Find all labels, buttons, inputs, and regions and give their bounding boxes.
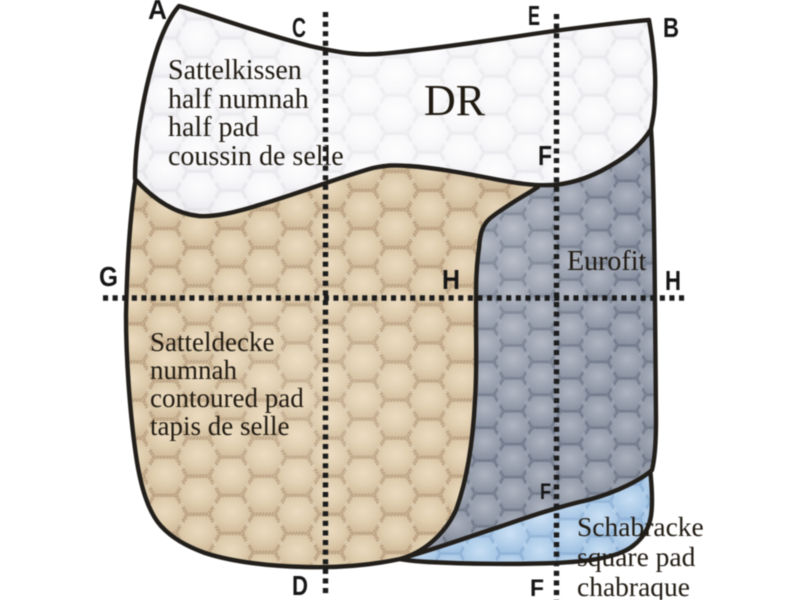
svg-text:F: F [538,140,552,171]
svg-text:G: G [99,261,118,292]
svg-text:A: A [148,0,167,25]
svg-text:half pad: half pad [168,112,259,143]
svg-text:DR: DR [424,76,486,125]
svg-text:half numnah: half numnah [168,84,309,115]
svg-text:H: H [665,265,681,296]
svg-text:C: C [292,12,306,43]
svg-text:contoured pad: contoured pad [150,383,304,413]
svg-text:H: H [442,264,460,295]
svg-text:chabraque: chabraque [577,571,690,600]
svg-text:Schabracke: Schabracke [577,511,704,542]
svg-text:numnah: numnah [150,355,237,385]
svg-text:Sattelkissen: Sattelkissen [168,55,302,86]
svg-text:F: F [530,575,544,600]
svg-text:Satteldecke: Satteldecke [150,327,274,357]
svg-text:coussin de selle: coussin de selle [168,141,344,172]
svg-text:D: D [292,570,308,600]
svg-text:F: F [540,479,551,504]
svg-text:tapis de selle: tapis de selle [150,411,289,441]
svg-text:B: B [663,12,679,43]
svg-text:square pad: square pad [577,541,696,572]
svg-text:E: E [528,0,540,31]
svg-text:Eurofit: Eurofit [567,246,647,277]
